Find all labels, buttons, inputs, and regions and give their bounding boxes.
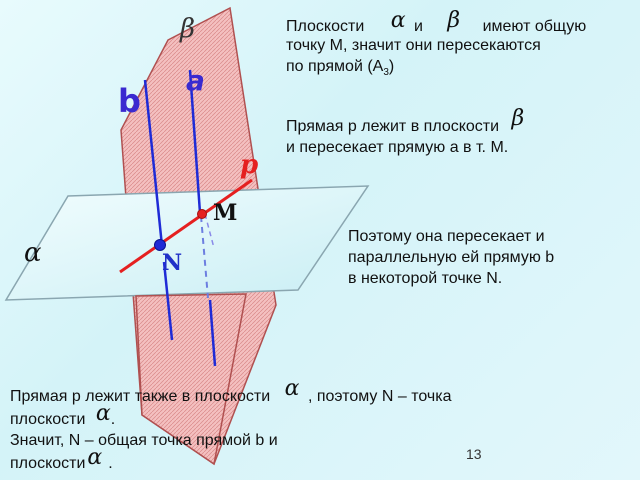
text-line: Значит, N – общая точка прямой b и [10, 432, 278, 449]
subscript: 3 [383, 67, 389, 79]
line-a-lower [208, 299, 217, 367]
line-p [119, 178, 253, 274]
plane-alpha [4, 185, 370, 301]
text-segment: и [414, 18, 423, 35]
text-line: Плоскости α и β имеют общую [286, 10, 636, 36]
line-a [188, 69, 202, 214]
label-M: M [213, 200, 238, 226]
text-segment: плоскости [10, 455, 86, 472]
line-b [143, 79, 164, 247]
label-N: N [162, 250, 183, 276]
alpha-symbol: α [284, 376, 300, 401]
text-line: плоскостиα. [10, 447, 430, 474]
text-block-5: Значит, N – общая точка прямой b и плоск… [10, 430, 430, 474]
text-segment: Прямая p лежит также в плоскости [10, 388, 271, 405]
label-beta-plane: β [180, 14, 196, 44]
label-b: b [118, 82, 141, 120]
label-a: a [186, 64, 205, 97]
text-line: плоскости α. [10, 403, 630, 430]
text-line: Прямая p лежит в плоскости β [286, 108, 636, 137]
text-segment: плоскости [10, 411, 86, 428]
text-block-2: Прямая p лежит в плоскости β и пересекае… [286, 108, 636, 158]
text-segment: ) [388, 58, 395, 75]
text-segment: . [108, 455, 113, 472]
label-p: p [240, 150, 259, 180]
text-segment: . [110, 411, 116, 428]
text-segment: , поэтому N – точка [307, 388, 452, 405]
text-line: и пересекает прямую a в т. M. [286, 139, 509, 156]
text-line: точку M, значит они пересекаются [286, 37, 541, 54]
text-block-4: Прямая p лежит также в плоскости α , поэ… [10, 378, 630, 430]
text-line: в некоторой точке N. [348, 270, 503, 287]
text-line: по прямой (А3) [286, 56, 636, 83]
alpha-symbol: α [95, 401, 111, 426]
text-block-3: Поэтому она пересекает и параллельную ей… [348, 226, 638, 289]
text-segment: Прямая p лежит в плоскости [286, 118, 500, 135]
text-segment: имеют общую [482, 18, 587, 35]
plane-beta-front [135, 293, 247, 466]
beta-symbol: β [511, 106, 525, 131]
text-block-1: Плоскости α и β имеют общую точку M, зна… [286, 10, 636, 83]
point-M [197, 209, 207, 219]
line-a-hidden [200, 215, 209, 299]
line-b-lower [162, 261, 174, 341]
alpha-symbol: α [390, 8, 406, 33]
point-N [154, 239, 166, 251]
alpha-symbol: α [87, 445, 103, 470]
text-line: Прямая p лежит также в плоскости α , поэ… [10, 378, 630, 407]
label-alpha-plane: α [24, 238, 42, 268]
text-line: параллельную ей прямую b [348, 249, 555, 266]
page-number: 13 [466, 446, 482, 462]
beta-symbol: β [447, 8, 461, 33]
text-line: Поэтому она пересекает и [348, 228, 545, 245]
text-segment: Плоскости [286, 18, 365, 35]
line-p-hidden [204, 213, 215, 249]
text-segment: по прямой (А [286, 58, 384, 75]
